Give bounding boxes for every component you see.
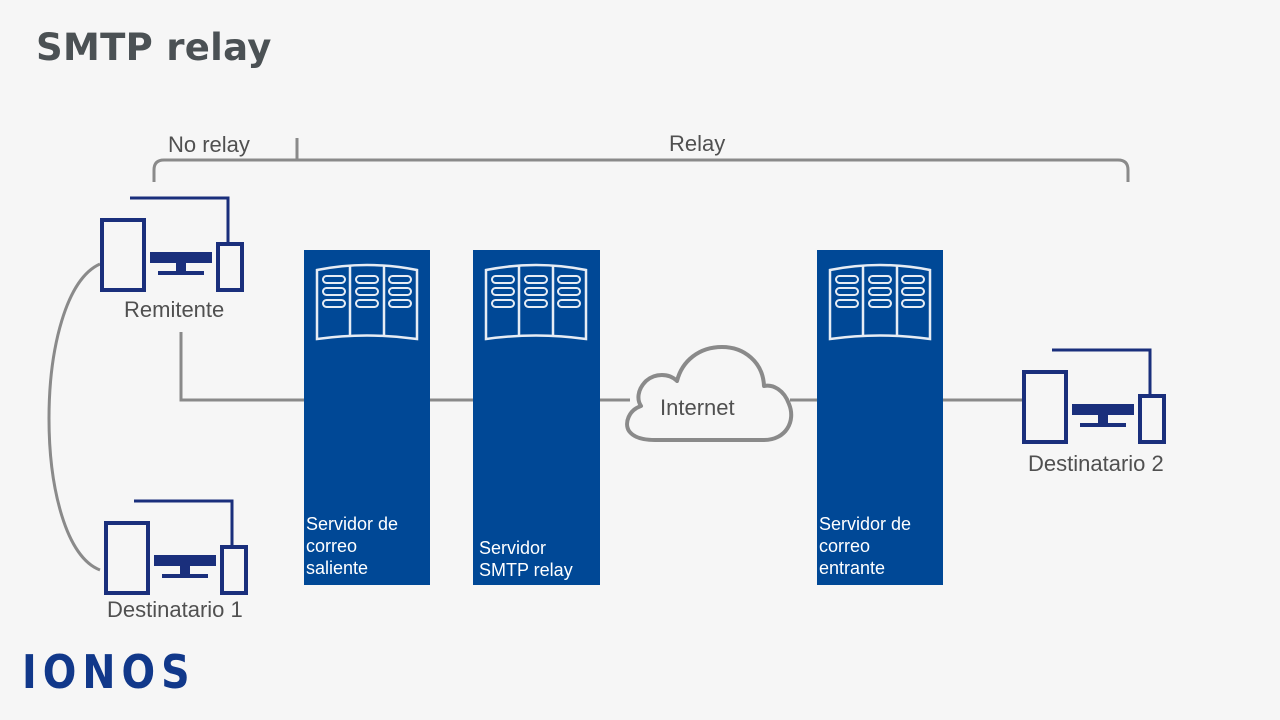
server-label-line: Servidor de — [819, 514, 912, 534]
recipient-1-label: Destinatario 1 — [107, 597, 243, 622]
server-label-line: entrante — [819, 558, 886, 578]
bracket-label-relay: Relay — [669, 131, 726, 156]
bracket-label-no-relay: No relay — [168, 132, 250, 157]
server-outgoing-label: Servidor de correo saliente — [306, 513, 398, 579]
recipient-2-label: Destinatario 2 — [1028, 451, 1164, 476]
server-incoming-label: Servidor de correo entrante — [819, 513, 911, 579]
internet-label: Internet — [660, 395, 735, 420]
bracket-no-relay — [152, 158, 297, 182]
recipient-1-devices-icon — [104, 499, 248, 595]
server-label-line: saliente — [306, 558, 369, 578]
sender-devices-icon — [100, 196, 244, 292]
server-label-line: correo — [306, 536, 358, 556]
internet-cloud-icon — [625, 345, 794, 442]
page-title: SMTP relay — [36, 26, 272, 69]
server-outgoing — [304, 250, 430, 585]
server-label-line: SMTP relay — [479, 560, 573, 580]
server-label-line: correo — [819, 536, 871, 556]
server-label-line: Servidor — [479, 538, 547, 558]
bracket-relay — [295, 138, 1130, 182]
server-incoming — [817, 250, 943, 585]
sender-label: Remitente — [124, 297, 225, 322]
server-label-line: Servidor de — [306, 514, 399, 534]
ionos-logo: IONOS — [22, 645, 196, 699]
connection-lines — [47, 262, 1024, 572]
server-relay-label: Servidor SMTP relay — [479, 537, 573, 581]
server-smtp-relay — [473, 250, 600, 585]
recipient-2-devices-icon — [1022, 348, 1166, 444]
